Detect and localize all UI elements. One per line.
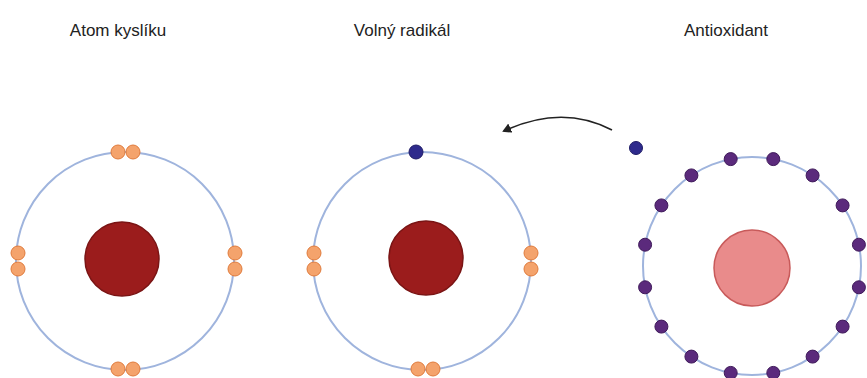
free-radical	[307, 145, 538, 376]
electron	[655, 320, 668, 333]
antioxidant-atom	[639, 153, 866, 378]
nucleus	[714, 230, 790, 306]
electron	[724, 153, 737, 166]
electron-shell	[313, 152, 531, 370]
electron-pairs	[307, 246, 538, 376]
transfer-arrow	[504, 117, 612, 131]
electron	[685, 350, 698, 363]
donated-electron	[630, 142, 643, 155]
electron	[655, 199, 668, 212]
electron	[852, 238, 865, 251]
electron	[639, 238, 652, 251]
electron	[767, 366, 780, 378]
electron	[767, 153, 780, 166]
electron	[852, 281, 865, 294]
atom-label: Atom kyslíku	[70, 21, 166, 41]
nucleus	[85, 222, 159, 296]
electron	[836, 320, 849, 333]
electron	[639, 281, 652, 294]
electron	[806, 350, 819, 363]
electron	[806, 169, 819, 182]
electron-pairs	[11, 145, 242, 376]
electron	[724, 366, 737, 378]
atom-label: Antioxidant	[684, 21, 768, 41]
electron-shell	[16, 152, 234, 370]
unpaired-electron	[409, 145, 423, 159]
atom-label: Volný radikál	[354, 21, 450, 41]
oxygen-atom	[11, 145, 242, 376]
electron	[685, 169, 698, 182]
electron	[836, 199, 849, 212]
electron-shell	[643, 157, 861, 375]
nucleus	[389, 221, 463, 295]
